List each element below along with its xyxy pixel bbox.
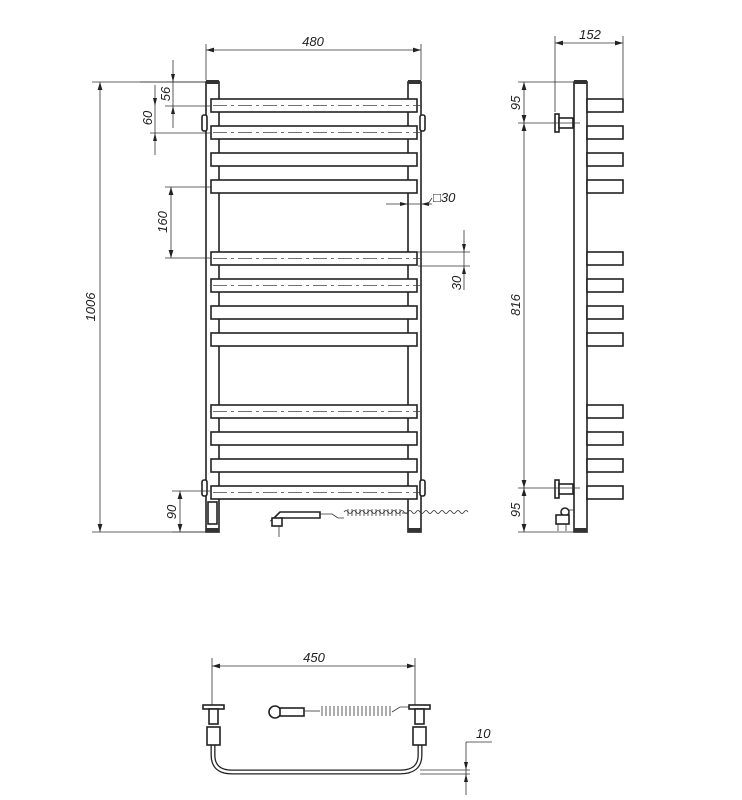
top-left-bracket <box>201 114 208 132</box>
side-bar <box>586 485 624 500</box>
bottom-heater-cable <box>268 705 410 719</box>
side-valve <box>555 507 574 531</box>
bottom-right-bracket <box>419 479 426 497</box>
right-rail-cap <box>408 80 421 84</box>
front-bars <box>210 98 420 500</box>
towel-bar <box>210 458 418 473</box>
side-view: 152 95 816 95 <box>508 27 624 533</box>
dim-top-offset-56: 56 <box>158 86 173 101</box>
side-bar <box>586 179 624 194</box>
side-bar <box>586 458 624 473</box>
dim-bar-size-30: 30 <box>449 275 464 290</box>
side-bar <box>586 332 624 347</box>
dim-width-480: 480 <box>302 34 324 49</box>
dim-width-450: 450 <box>303 650 325 665</box>
left-rail-cap <box>206 80 219 84</box>
side-bottom-bracket <box>554 479 574 499</box>
side-bars <box>586 98 624 500</box>
front-view: 480 1006 56 60 160 □30 30 90 <box>83 34 470 537</box>
dim-bracket-span-816: 816 <box>508 293 523 315</box>
bottom-left-bracket <box>201 479 208 497</box>
dim-bar-pitch-60: 60 <box>140 110 155 125</box>
side-bar <box>586 152 624 167</box>
bottom-right-flange <box>408 704 431 746</box>
dim-group-gap-160: 160 <box>155 210 170 232</box>
towel-bar <box>210 305 418 320</box>
side-bar <box>586 431 624 446</box>
towel-bar <box>210 152 418 167</box>
side-bar <box>586 125 624 140</box>
side-rail <box>573 81 588 533</box>
side-bar <box>586 305 624 320</box>
side-bar <box>586 278 624 293</box>
top-right-bracket <box>419 114 426 132</box>
bottom-view: 450 10 <box>202 650 492 795</box>
towel-bar <box>210 332 418 347</box>
dim-top-bracket-95: 95 <box>508 95 523 110</box>
dim-offset-10: 10 <box>476 726 491 741</box>
heater-box <box>207 501 218 525</box>
dim-depth-152: 152 <box>579 27 601 42</box>
towel-bar <box>210 431 418 446</box>
u-tube <box>211 745 422 774</box>
towel-bar <box>210 179 418 194</box>
bottom-left-flange <box>202 704 225 746</box>
heater-cable <box>269 509 469 537</box>
dim-height-1006: 1006 <box>83 292 98 322</box>
side-bar <box>586 98 624 113</box>
side-bar <box>586 251 624 266</box>
dim-bottom-bracket-95: 95 <box>508 502 523 517</box>
dim-profile-30: □30 <box>433 190 456 205</box>
dim-bottom-offset-90: 90 <box>164 504 179 519</box>
side-bar <box>586 404 624 419</box>
